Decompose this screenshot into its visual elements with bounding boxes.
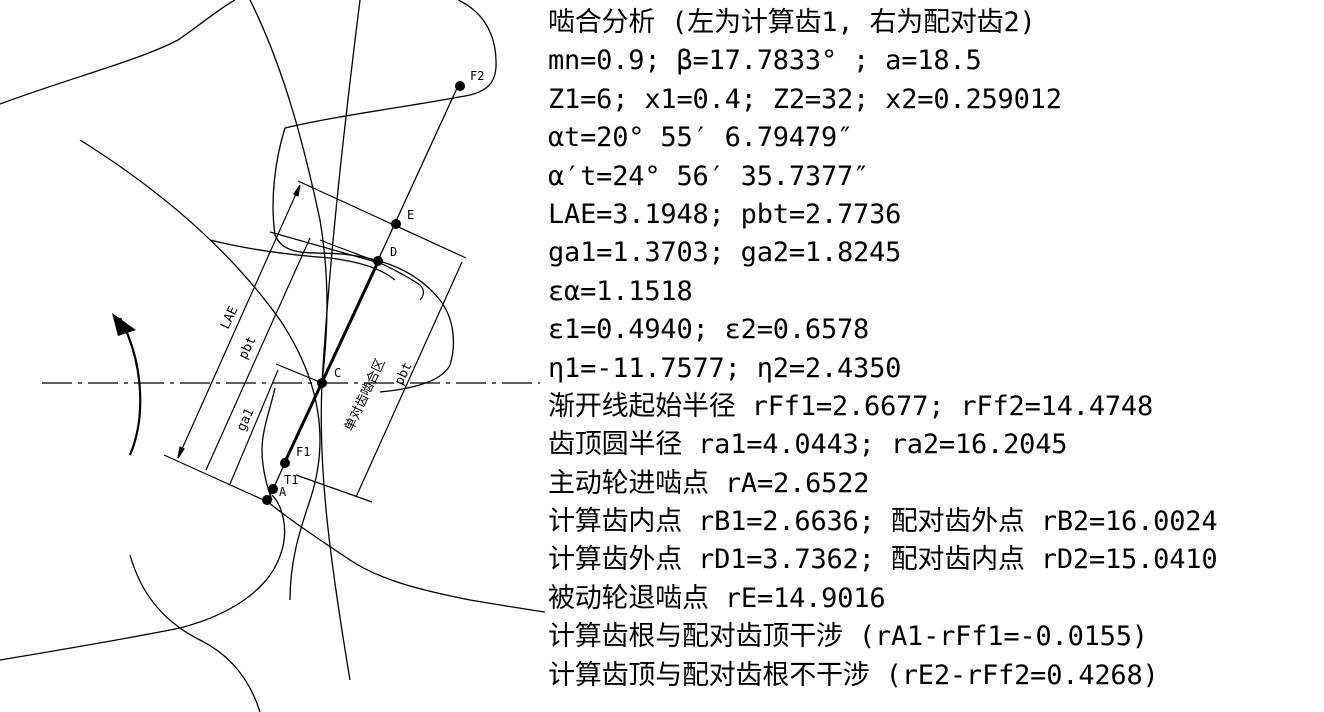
result-line-params: mn=0.9; β=17.7833° ; a=18.5 xyxy=(548,45,982,77)
mesh-analysis-results: 啮合分析 (左为计算齿1, 右为配对齿2) mn=0.9; β=17.7833°… xyxy=(548,4,1320,695)
point-d-marker xyxy=(373,256,383,266)
point-e-label: E xyxy=(407,208,414,222)
mating-gear-tooth-profile xyxy=(272,0,497,393)
pinion-addendum-arc xyxy=(249,0,328,384)
result-line-re: 被动轮退啮点 rE=14.9016 xyxy=(548,582,886,614)
point-a-label: A xyxy=(279,485,287,499)
point-f2-marker xyxy=(455,81,465,91)
point-d-label: D xyxy=(390,245,397,259)
left-tooth-curve xyxy=(129,554,261,712)
result-line-teeth: Z1=6; x1=0.4; Z2=32; x2=0.259012 xyxy=(548,83,1062,115)
result-line-interference-root: 计算齿根与配对齿顶干涉 (rA1-rFf1=-0.0155) xyxy=(548,621,1148,653)
rotation-arrow-head-icon xyxy=(112,313,136,336)
point-t1-label: T1 xyxy=(284,473,298,487)
lae-label: LAE xyxy=(218,304,242,332)
result-line-involute-start: 渐开线起始半径 rFf1=2.6677; rFf2=14.4748 xyxy=(548,390,1154,422)
rotation-arrow xyxy=(119,317,142,456)
result-line-alpha-t: αt=20° 55′ 6.79479″ xyxy=(548,122,854,154)
result-line-epsilon: ε1=0.4940; ε2=0.6578 xyxy=(548,314,870,346)
result-line-epsilon-alpha: εα=1.1518 xyxy=(548,275,693,307)
point-f1-marker xyxy=(280,458,290,468)
pinion-tooth-upper xyxy=(0,0,236,105)
pinion-root-fillet xyxy=(261,387,276,501)
point-f2-label: F2 xyxy=(470,69,484,83)
point-t1-marker xyxy=(268,484,278,494)
point-f1-label: F1 xyxy=(296,445,310,459)
result-line-alpha-prime-t: α′t=24° 56′ 35.7377″ xyxy=(548,160,870,192)
pbt-dimension-line-left xyxy=(205,237,311,471)
result-title: 啮合分析 (左为计算齿1, 右为配对齿2) xyxy=(548,7,1036,38)
result-line-lae-pbt: LAE=3.1948; pbt=2.7736 xyxy=(548,198,902,230)
lower-tooth-curve xyxy=(267,501,545,613)
base-circle-arc xyxy=(79,139,321,601)
pinion-tooth-lower xyxy=(0,494,286,661)
pinion-dedendum-curve xyxy=(209,239,396,281)
result-line-interference-tip: 计算齿顶与配对齿根不干涉 (rE2-rFf2=0.4268) xyxy=(548,659,1159,691)
point-c-label: C xyxy=(334,366,341,380)
result-line-ga: ga1=1.3703; ga2=1.8245 xyxy=(548,237,902,269)
ga1-label: ga1 xyxy=(234,406,258,434)
result-line-eta: η1=-11.7577; η2=2.4350 xyxy=(548,352,902,384)
result-line-addendum-radius: 齿顶圆半径 ra1=4.0443; ra2=16.2045 xyxy=(548,429,1068,461)
pbt-dimension-line-right xyxy=(355,261,463,498)
single-pair-zone-label: 单对齿啮合区 xyxy=(342,357,389,434)
ga1-dimension-line xyxy=(229,369,279,485)
point-e-marker xyxy=(391,219,401,229)
result-line-rd: 计算齿外点 rD1=3.7362; 配对齿内点 rD2=15.0410 xyxy=(548,544,1218,576)
gear-mesh-diagram: A T1 F1 C D E F2 LAE pbt ga1 pbt 单对齿啮合区 xyxy=(0,0,545,712)
result-line-rb: 计算齿内点 rB1=2.6636; 配对齿外点 rB2=16.0024 xyxy=(548,506,1218,538)
point-c-marker xyxy=(317,378,327,388)
lae-dimension-line xyxy=(177,184,301,459)
result-line-ra: 主动轮进啮点 rA=2.6522 xyxy=(548,467,870,499)
point-a-marker xyxy=(262,495,272,505)
single-pair-zone-line xyxy=(282,261,380,465)
